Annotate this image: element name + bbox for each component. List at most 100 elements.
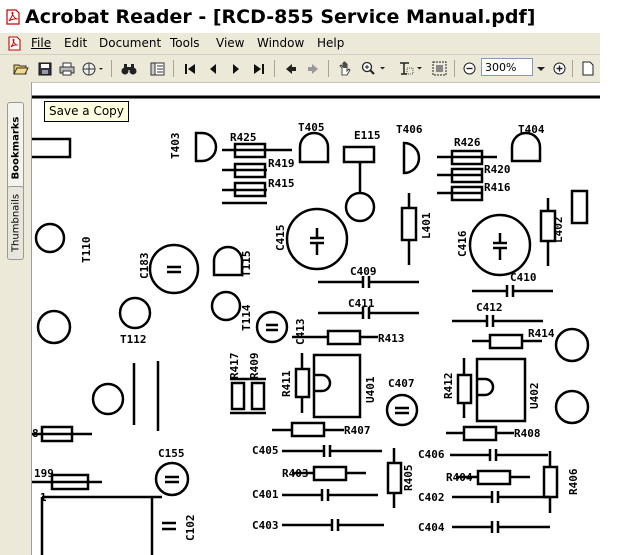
printer-icon	[59, 62, 74, 75]
menu-window[interactable]: Window	[257, 36, 305, 50]
label-r408: R408	[514, 427, 541, 440]
label-t114: T114	[240, 304, 253, 331]
previous-page-icon	[209, 63, 216, 74]
menu-tools[interactable]: Tools	[170, 36, 200, 50]
label-c401: C401	[252, 488, 279, 501]
toolbar-separator	[572, 60, 573, 77]
first-page-icon	[184, 63, 195, 74]
page-icon	[582, 61, 593, 76]
hand-tool-button[interactable]	[336, 59, 355, 78]
toolbar-separator	[274, 60, 275, 77]
label-l401: L401	[420, 212, 433, 239]
menu-edit[interactable]: Edit	[64, 36, 88, 50]
actual-size-button[interactable]	[578, 59, 597, 78]
label-r409: R409	[248, 353, 261, 380]
navigation-pane-icon	[150, 62, 165, 75]
label-c407: C407	[388, 377, 415, 390]
label-c406: C406	[418, 448, 445, 461]
label-199: 199	[34, 467, 54, 480]
menu-view[interactable]: View	[216, 36, 245, 50]
last-page-icon	[253, 63, 264, 74]
tab-thumbnails-label: Thumbnails	[10, 193, 21, 253]
previous-page-button[interactable]	[203, 59, 222, 78]
tab-thumbnails[interactable]: Thumbnails	[7, 186, 24, 260]
menu-file[interactable]: File	[31, 36, 52, 50]
pcb-schematic: R425 T403 T405 E115 T406 R426 T404 R419 …	[32, 95, 600, 555]
chevron-down-icon	[537, 66, 545, 71]
show-hide-navigation-button[interactable]	[148, 59, 167, 78]
label-r416: R416	[484, 181, 511, 194]
next-page-icon	[232, 63, 239, 74]
label-u401: U401	[364, 376, 377, 403]
label-t112: T112	[120, 333, 147, 346]
label-8: 8	[32, 427, 39, 440]
toolbar-separator	[173, 60, 174, 77]
menu-help[interactable]: Help	[317, 36, 345, 50]
label-r406: R406	[567, 468, 580, 495]
label-c404: C404	[418, 521, 445, 534]
label-c102: C102	[184, 515, 197, 542]
tab-bookmarks[interactable]: Bookmarks	[7, 102, 24, 194]
acrobat-app-icon[interactable]	[6, 9, 20, 25]
label-r417: R417	[228, 353, 241, 380]
zoom-tool-button[interactable]	[360, 59, 388, 78]
graphics-select-tool-button[interactable]	[430, 59, 449, 78]
zoom-out-icon	[463, 62, 476, 75]
label-c183: C183	[138, 253, 151, 280]
first-page-button[interactable]	[180, 59, 199, 78]
label-c412: C412	[476, 301, 503, 314]
toolbar-separator	[328, 60, 329, 77]
label-r420: R420	[484, 163, 511, 176]
label-c405: C405	[252, 444, 279, 457]
label-t406: T406	[396, 123, 423, 136]
menu-document[interactable]: Document	[99, 36, 162, 50]
go-forward-button[interactable]	[303, 59, 322, 78]
label-r414: R414	[528, 327, 555, 340]
zoom-out-button[interactable]	[460, 59, 479, 78]
label-r426: R426	[454, 136, 481, 149]
document-menu-icon[interactable]	[8, 36, 21, 51]
next-page-button[interactable]	[226, 59, 245, 78]
label-r405: R405	[402, 465, 415, 492]
label-r415: R415	[268, 177, 295, 190]
email-globe-icon	[82, 62, 103, 75]
label-c416: C416	[456, 230, 469, 257]
text-select-tool-button[interactable]	[397, 59, 425, 78]
zoom-in-button[interactable]	[550, 59, 569, 78]
save-copy-button[interactable]	[35, 59, 54, 78]
label-r404: R404	[446, 471, 473, 484]
label-l402: L402	[552, 217, 565, 244]
zoom-input[interactable]: 300%	[481, 58, 533, 76]
find-button[interactable]	[119, 59, 138, 78]
label-r412: R412	[442, 373, 455, 400]
label-t403: T403	[169, 133, 182, 160]
last-page-button[interactable]	[249, 59, 268, 78]
document-view[interactable]: R425 T403 T405 E115 T406 R426 T404 R419 …	[32, 83, 600, 555]
tab-bookmarks-label: Bookmarks	[10, 116, 21, 180]
label-c409: C409	[350, 265, 377, 278]
print-button[interactable]	[57, 59, 76, 78]
open-button[interactable]	[11, 59, 30, 78]
label-u402: U402	[528, 383, 541, 410]
hand-icon	[339, 61, 351, 76]
label-r407: R407	[344, 424, 371, 437]
label-t405: T405	[298, 121, 325, 134]
email-button[interactable]	[80, 59, 104, 78]
navigation-panel: Bookmarks Thumbnails	[0, 82, 32, 555]
forward-arrow-icon	[307, 63, 318, 74]
floppy-disk-icon	[38, 62, 51, 75]
label-c415: C415	[274, 225, 287, 252]
label-c410: C410	[510, 271, 537, 284]
back-arrow-icon	[285, 63, 296, 74]
label-t110: T110	[80, 237, 93, 264]
label-c155: C155	[158, 447, 185, 460]
go-back-button[interactable]	[281, 59, 300, 78]
label-r419: R419	[268, 157, 295, 170]
text-select-icon	[400, 62, 422, 75]
label-t115: T115	[240, 251, 253, 278]
label-c413: C413	[294, 319, 307, 346]
open-folder-icon	[12, 64, 29, 74]
label-r411: R411	[280, 370, 293, 397]
window-title: Acrobat Reader - [RCD-855 Service Manual…	[25, 6, 536, 28]
zoom-dropdown-arrow[interactable]	[534, 59, 548, 78]
